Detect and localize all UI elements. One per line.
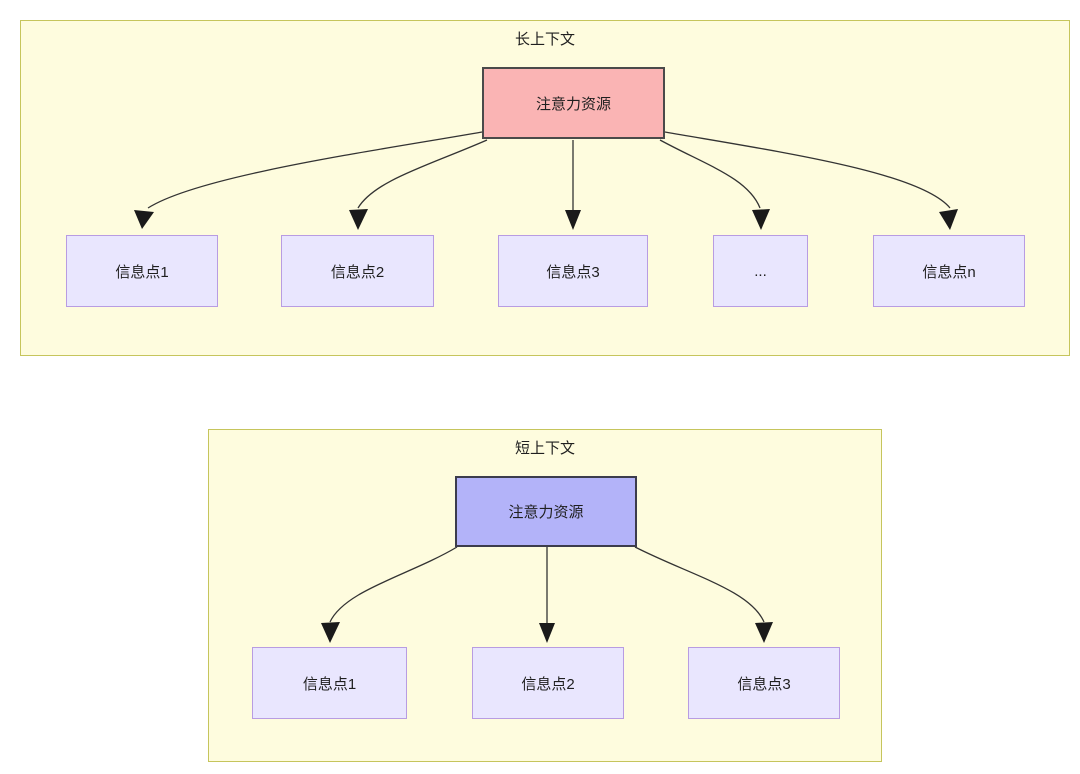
node-info-point-3-long[interactable]: 信息点3 — [498, 235, 648, 307]
node-label: 注意力资源 — [535, 95, 611, 113]
node-attention-resource-long[interactable]: 注意力资源 — [482, 67, 665, 139]
group-long-context-title: 长上下文 — [514, 31, 575, 48]
node-label: 信息点n — [922, 263, 976, 281]
node-label: 信息点1 — [302, 675, 357, 693]
node-label: 信息点3 — [737, 675, 791, 693]
node-info-point-1-long[interactable]: 信息点1 — [66, 235, 218, 307]
group-short-context-title: 短上下文 — [514, 440, 575, 457]
node-label: 信息点1 — [115, 263, 169, 281]
node-info-point-ellipsis-long[interactable]: ... — [713, 235, 808, 307]
node-info-point-n-long[interactable]: 信息点n — [873, 235, 1025, 307]
node-label: 信息点3 — [546, 263, 600, 281]
node-label: 注意力资源 — [508, 504, 584, 521]
node-info-point-1-short[interactable]: 信息点1 — [252, 647, 407, 719]
node-attention-resource-short[interactable]: 注意力资源 — [455, 476, 637, 547]
node-info-point-2-long[interactable]: 信息点2 — [281, 235, 434, 307]
node-label: ... — [754, 262, 767, 280]
node-label: 信息点2 — [330, 263, 385, 281]
node-info-point-3-short[interactable]: 信息点3 — [688, 647, 840, 719]
node-label: 信息点2 — [521, 675, 575, 693]
node-info-point-2-short[interactable]: 信息点2 — [472, 647, 624, 719]
